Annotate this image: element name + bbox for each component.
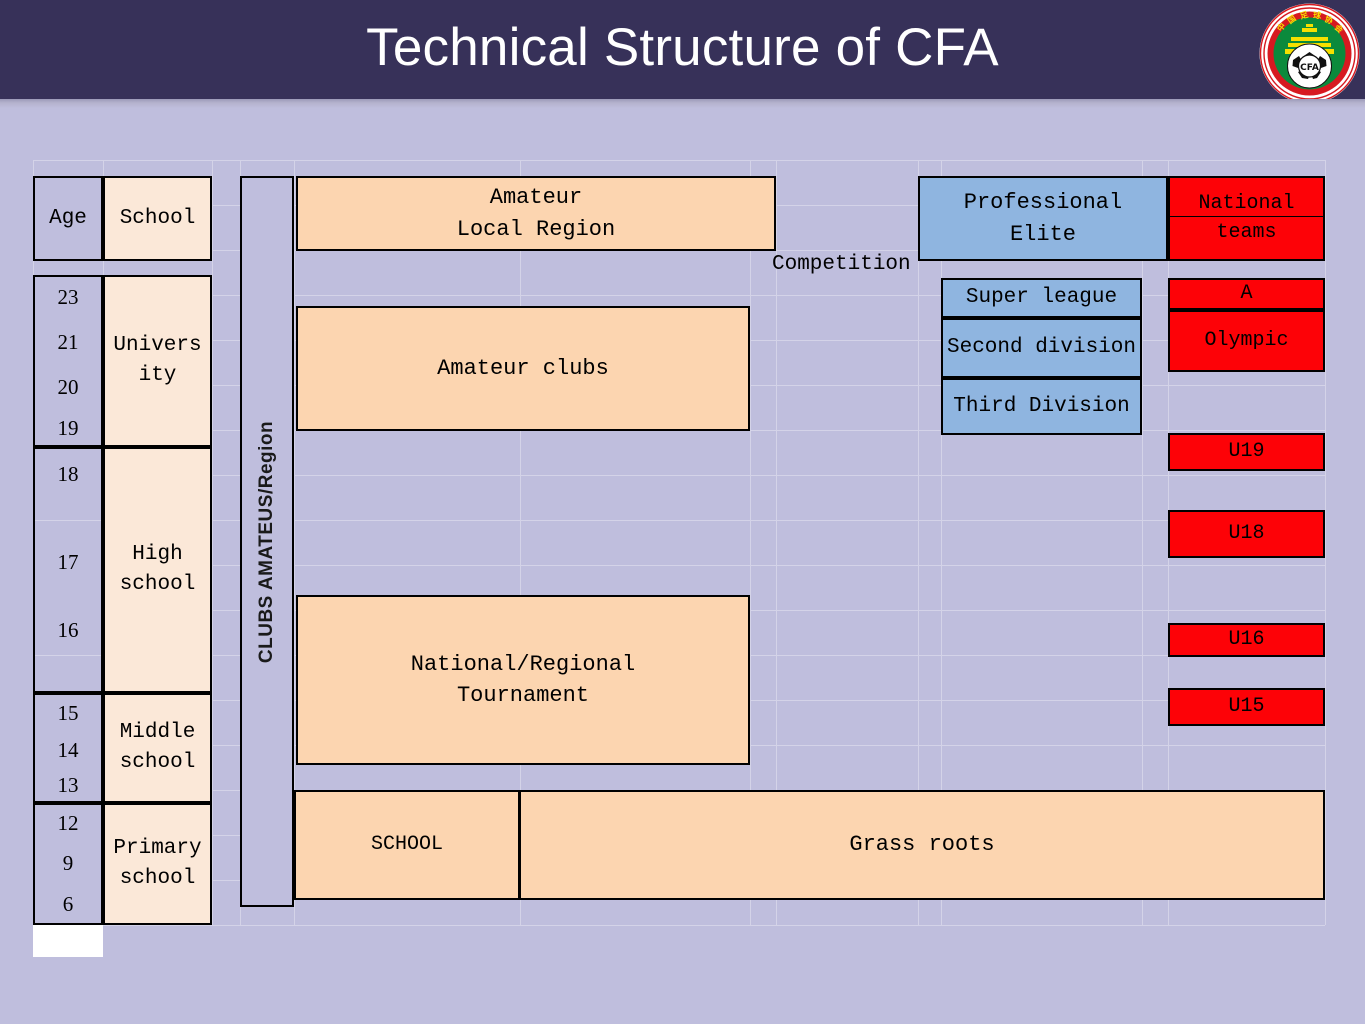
national-teams-divider (1170, 216, 1323, 217)
school-header-cell: School (103, 176, 212, 261)
national-team-a: A (1168, 278, 1325, 310)
national-team-u15: U15 (1168, 688, 1325, 726)
gridline (941, 160, 942, 925)
cfa-logo: 中 国 足 球 协 会 (1258, 2, 1361, 105)
school-university: Univers ity (103, 275, 212, 447)
age-cell-12: 12 (33, 803, 103, 843)
svg-text:协: 协 (1323, 14, 1334, 26)
age-cell-21: 21 (33, 320, 103, 365)
school-high-school: High school (103, 447, 212, 693)
professional-elite-box: Professional Elite (918, 176, 1168, 261)
school-primary-school: Primary school (103, 803, 212, 925)
gridline (212, 160, 213, 925)
age-block-high-outline (33, 447, 103, 693)
grass-roots-box: Grass roots (519, 790, 1325, 900)
gridline (33, 475, 1325, 476)
gridline (33, 925, 1325, 926)
national-team-u16: U16 (1168, 623, 1325, 657)
league-third-division: Third Division (941, 378, 1142, 435)
grassroots-school-box: SCHOOL (294, 790, 520, 900)
diagram-canvas: Age School 23 21 20 19 18 17 16 15 14 13… (0, 108, 1365, 1024)
page-title: Technical Structure of CFA (366, 18, 999, 77)
svg-text:CFA: CFA (1300, 63, 1319, 73)
age-cell-6: 6 (33, 883, 103, 925)
age-cell-18: 18 (33, 453, 103, 495)
gridline (1325, 160, 1326, 925)
svg-text:球: 球 (1313, 10, 1323, 20)
league-super-league: Super league (941, 278, 1142, 318)
national-teams-box: National teams (1168, 176, 1325, 261)
national-team-u18: U18 (1168, 510, 1325, 558)
national-regional-tournament-box: National/Regional Tournament (296, 595, 750, 765)
age-cell-17: 17 (33, 540, 103, 585)
national-team-olympic: Olympic (1168, 310, 1325, 372)
competition-label: Competition (772, 253, 911, 276)
age-block-middle-outline (33, 693, 103, 803)
gridline (776, 160, 777, 925)
age-cell-14: 14 (33, 733, 103, 768)
amateur-clubs-box: Amateur clubs (296, 306, 750, 431)
age-block-primary-outline (33, 803, 103, 925)
league-second-division: Second division (941, 318, 1142, 378)
gridline (520, 160, 521, 925)
gridline (33, 295, 1325, 296)
age-cell-16: 16 (33, 608, 103, 653)
header-bar: Technical Structure of CFA 中 国 足 球 协 会 (0, 0, 1365, 108)
national-team-u19: U19 (1168, 433, 1325, 471)
amateur-local-region-box: Amateur Local Region (296, 176, 776, 251)
empty-white-cell (33, 925, 103, 957)
gridline (918, 160, 919, 925)
gridline (1142, 160, 1143, 925)
svg-text:足: 足 (1299, 10, 1310, 21)
age-block-university-outline (33, 275, 103, 447)
gridline (294, 160, 295, 925)
age-cell-13: 13 (33, 768, 103, 803)
age-cell-15: 15 (33, 693, 103, 733)
age-cell-9: 9 (33, 843, 103, 883)
clubs-amateurs-region-label: CLUBS AMATEUS/Region (256, 420, 277, 663)
gridline (750, 160, 751, 925)
clubs-amateurs-region-column: CLUBS AMATEUS/Region (240, 176, 294, 907)
gridline (33, 520, 1325, 521)
gridline (33, 565, 1325, 566)
gridline (33, 160, 1325, 161)
age-cell-20: 20 (33, 365, 103, 410)
age-cell-19: 19 (33, 410, 103, 447)
age-header-cell: Age (33, 176, 103, 261)
age-cell-23: 23 (33, 275, 103, 320)
school-middle-school: Middle school (103, 693, 212, 803)
